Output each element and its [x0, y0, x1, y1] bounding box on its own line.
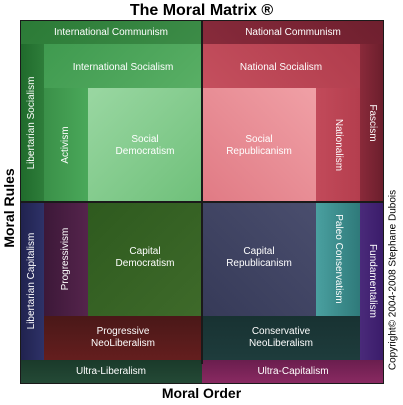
- region-ultra-liberalism: [20, 360, 202, 384]
- label-social-republicanism: Social Republicanism: [226, 134, 292, 157]
- label-national-communism: National Communism: [245, 27, 341, 38]
- chart-title: The Moral Matrix ®: [129, 2, 274, 19]
- matrix-frame: [20, 20, 384, 384]
- region-social-democratism: [88, 88, 202, 202]
- region-fascism: [360, 44, 384, 202]
- region-capital-democratism: [88, 202, 202, 316]
- axis-label-moral-order: Moral Order: [161, 385, 242, 401]
- label-ultra-liberalism: Ultra-Liberalism: [75, 366, 146, 377]
- region-capital-republicanism: [202, 202, 316, 316]
- label-ultra-capitalism: Ultra-Capitalism: [257, 366, 329, 377]
- label-international-socialism: International Socialism: [72, 62, 174, 73]
- copyright-note: Copyright© 2004-2008 Stephane Dubois: [387, 189, 399, 371]
- label-conservative-neoliberalism: Conservative NeoLiberalism: [249, 326, 313, 349]
- label-international-communism: International Communism: [54, 27, 168, 38]
- quadrant-divider-vertical: [201, 20, 203, 364]
- region-nationalism: [316, 88, 360, 202]
- label-capital-republicanism: Capital Republicanism: [226, 246, 292, 269]
- region-libertarian-capitalism: [20, 202, 44, 360]
- region-ultra-capitalism: [202, 360, 384, 384]
- label-social-democratism: Social Democratism: [115, 134, 175, 157]
- label-progressive-neoliberalism: Progressive NeoLiberalism: [91, 326, 155, 349]
- label-capital-democratism: Capital Democratism: [115, 246, 175, 269]
- axis-label-moral-rules: Moral Rules: [1, 168, 17, 248]
- region-paleo-conservatism: [316, 202, 360, 316]
- region-libertarian-socialism: [20, 44, 44, 202]
- region-fundamentalism: [360, 202, 384, 360]
- region-conservative-neoliberalism: [202, 316, 360, 360]
- region-progressivism: [44, 202, 88, 316]
- region-activism: [44, 88, 88, 202]
- quadrant-divider-horizontal: [20, 201, 384, 203]
- label-national-socialism: National Socialism: [239, 62, 323, 73]
- region-progressive-neoliberalism: [44, 316, 202, 360]
- region-social-republicanism: [202, 88, 316, 202]
